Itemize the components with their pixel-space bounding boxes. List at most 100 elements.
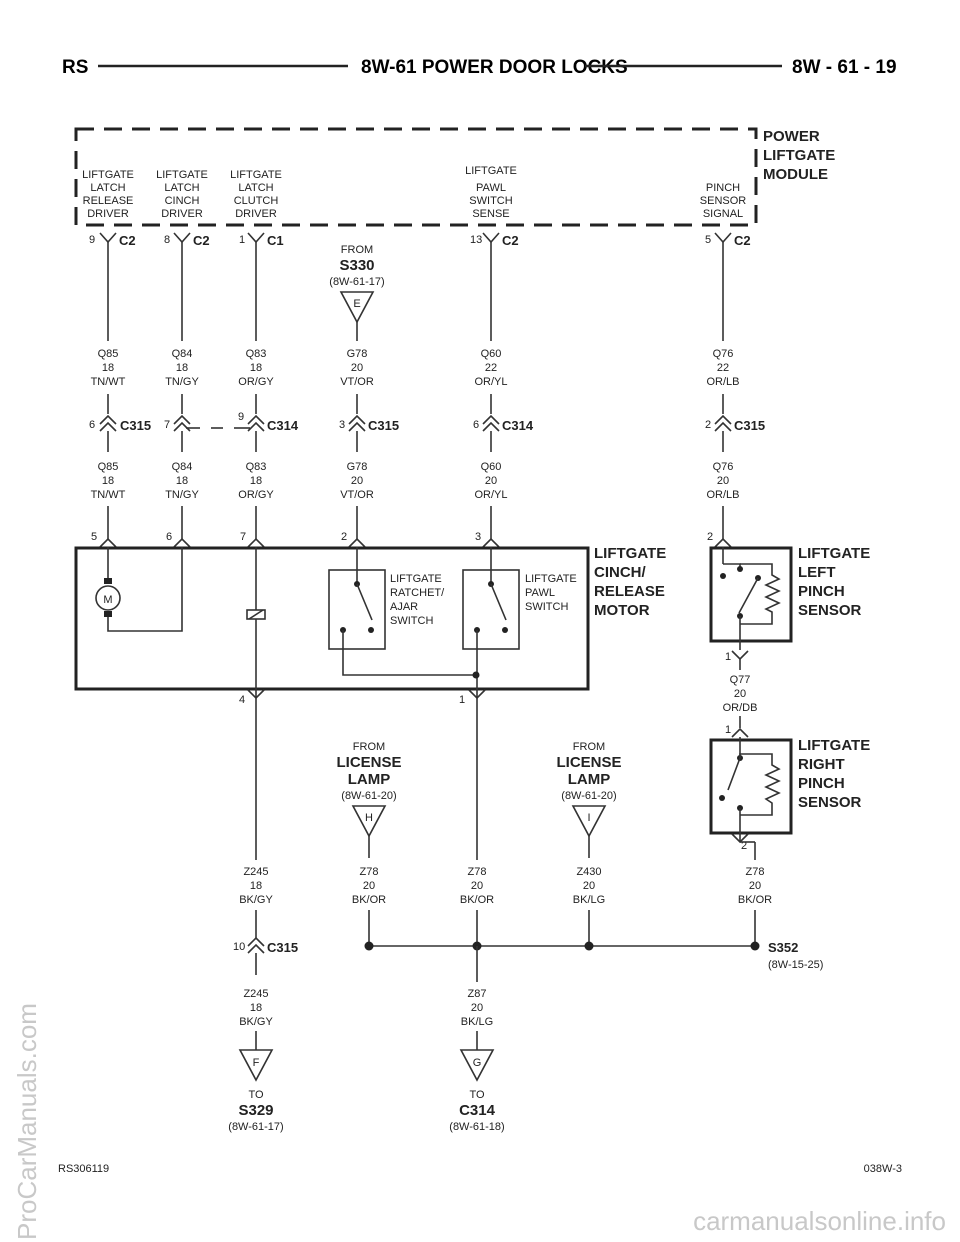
svg-text:OR/LB: OR/LB: [706, 376, 739, 388]
svg-text:TO: TO: [248, 1089, 264, 1101]
svg-text:6: 6: [166, 531, 172, 543]
svg-text:LIFTGATE: LIFTGATE: [82, 169, 134, 181]
left-pinch-sensor: LIFTGATE LEFT PINCH SENSOR 1: [709, 545, 870, 663]
svg-text:2: 2: [741, 840, 747, 852]
svg-text:FROM: FROM: [341, 244, 373, 256]
svg-text:S330: S330: [339, 257, 374, 274]
svg-text:FROM: FROM: [573, 741, 605, 753]
svg-text:LIFTGATE: LIFTGATE: [798, 737, 870, 754]
svg-text:OR/GY: OR/GY: [238, 489, 274, 501]
svg-text:C2: C2: [193, 233, 210, 248]
mid-c315-pin2: 2 C315: [705, 414, 765, 433]
svg-text:S329: S329: [238, 1102, 273, 1119]
svg-text:C315: C315: [267, 940, 298, 955]
svg-text:S352: S352: [768, 940, 798, 955]
mid-c315-pin6: 6 C315: [89, 414, 151, 433]
svg-text:Q83: Q83: [246, 461, 267, 473]
svg-text:DRIVER: DRIVER: [87, 208, 129, 220]
svg-text:2: 2: [341, 531, 347, 543]
svg-text:Z87: Z87: [468, 988, 487, 1000]
svg-text:C2: C2: [734, 233, 751, 248]
svg-text:20: 20: [749, 880, 761, 892]
svg-text:F: F: [253, 1057, 260, 1069]
svg-text:Q76: Q76: [713, 461, 734, 473]
mid-pin7: 7: [164, 414, 250, 432]
svg-text:20: 20: [363, 880, 375, 892]
svg-text:1: 1: [459, 694, 465, 706]
svg-text:18: 18: [176, 362, 188, 374]
watermark-left: ProCarManuals.com: [12, 1003, 42, 1240]
from-license-lamp-h: FROM LICENSE LAMP (8W-61-20) H: [336, 741, 402, 858]
svg-text:OR/DB: OR/DB: [723, 702, 758, 714]
svg-text:Q84: Q84: [172, 348, 193, 360]
svg-text:BK/LG: BK/LG: [573, 894, 605, 906]
svg-text:TO: TO: [469, 1089, 485, 1101]
svg-text:20: 20: [351, 475, 363, 487]
svg-text:SWITCH: SWITCH: [525, 601, 568, 613]
svg-text:5: 5: [91, 531, 97, 543]
svg-text:SENSOR: SENSOR: [700, 195, 747, 207]
mid-c314-pin6: 6 C314: [473, 414, 534, 433]
svg-text:LAMP: LAMP: [568, 771, 611, 788]
svg-text:7: 7: [164, 419, 170, 431]
svg-text:Q84: Q84: [172, 461, 193, 473]
clutch-coil-icon: [246, 547, 266, 697]
svg-text:BK/OR: BK/OR: [738, 894, 772, 906]
svg-text:CLUTCH: CLUTCH: [234, 195, 279, 207]
svg-text:6: 6: [89, 419, 95, 431]
svg-text:BK/OR: BK/OR: [352, 894, 386, 906]
wires-lower-lines: [107, 431, 724, 539]
svg-text:20: 20: [471, 1002, 483, 1014]
svg-text:20: 20: [471, 880, 483, 892]
conn-pin13-c2: 13 C2: [470, 232, 519, 248]
svg-text:Z78: Z78: [360, 866, 379, 878]
svg-text:LIFTGATE: LIFTGATE: [465, 165, 517, 177]
svg-text:RIGHT: RIGHT: [798, 756, 845, 773]
svg-text:20: 20: [351, 362, 363, 374]
svg-text:18: 18: [250, 475, 262, 487]
svg-text:OR/YL: OR/YL: [474, 376, 507, 388]
module-pin-3: LIFTGATE LATCH CLUTCH DRIVER: [230, 169, 282, 220]
svg-text:18: 18: [250, 362, 262, 374]
svg-text:LIFTGATE: LIFTGATE: [230, 169, 282, 181]
ground-wire-lines: [255, 697, 756, 946]
svg-text:C314: C314: [267, 418, 299, 433]
module-connectors: 9 C2 8 C2 1 C1 13 C2 5 C2: [89, 232, 751, 248]
svg-text:C315: C315: [368, 418, 399, 433]
svg-text:LIFTGATE: LIFTGATE: [525, 573, 577, 585]
connector-triangle-icon: [339, 291, 375, 324]
footer-right: 038W-3: [864, 1163, 902, 1175]
svg-text:SIGNAL: SIGNAL: [703, 208, 743, 220]
svg-text:Z78: Z78: [746, 866, 765, 878]
right-pinch-sensor: 1 LIFTGATE RIGHT PINCH SENSOR 2: [709, 724, 870, 860]
svg-text:18: 18: [102, 475, 114, 487]
svg-text:SWITCH: SWITCH: [469, 195, 512, 207]
svg-text:Q60: Q60: [481, 348, 502, 360]
conn-pin5-c2: 5 C2: [705, 232, 751, 248]
svg-text:C2: C2: [119, 233, 136, 248]
svg-text:3: 3: [475, 531, 481, 543]
mid-connectors: 6 C315 7 9 C314 3 C315 6 C314 2 C3: [89, 411, 765, 433]
module-title-1: POWER: [763, 128, 820, 145]
conn-pin1-c1: 1 C1: [239, 232, 284, 248]
svg-text:18: 18: [102, 362, 114, 374]
svg-text:7: 7: [240, 531, 246, 543]
svg-text:1: 1: [725, 724, 731, 736]
svg-text:LICENSE: LICENSE: [336, 754, 401, 771]
svg-text:VT/OR: VT/OR: [340, 376, 374, 388]
svg-text:Q83: Q83: [246, 348, 267, 360]
mid-c314-pin9: 9 C314: [238, 411, 299, 433]
svg-text:20: 20: [485, 475, 497, 487]
liftgate-cinch-release-motor: LIFTGATE CINCH/ RELEASE MOTOR M: [74, 545, 666, 706]
footer-left: RS306119: [58, 1163, 109, 1175]
svg-text:PAWL: PAWL: [476, 182, 506, 194]
svg-text:DRIVER: DRIVER: [161, 208, 203, 220]
power-liftgate-module: POWER LIFTGATE MODULE LIFTGATE LATCH REL…: [74, 127, 835, 227]
wire-q77: Q77 20 OR/DB: [723, 659, 758, 728]
